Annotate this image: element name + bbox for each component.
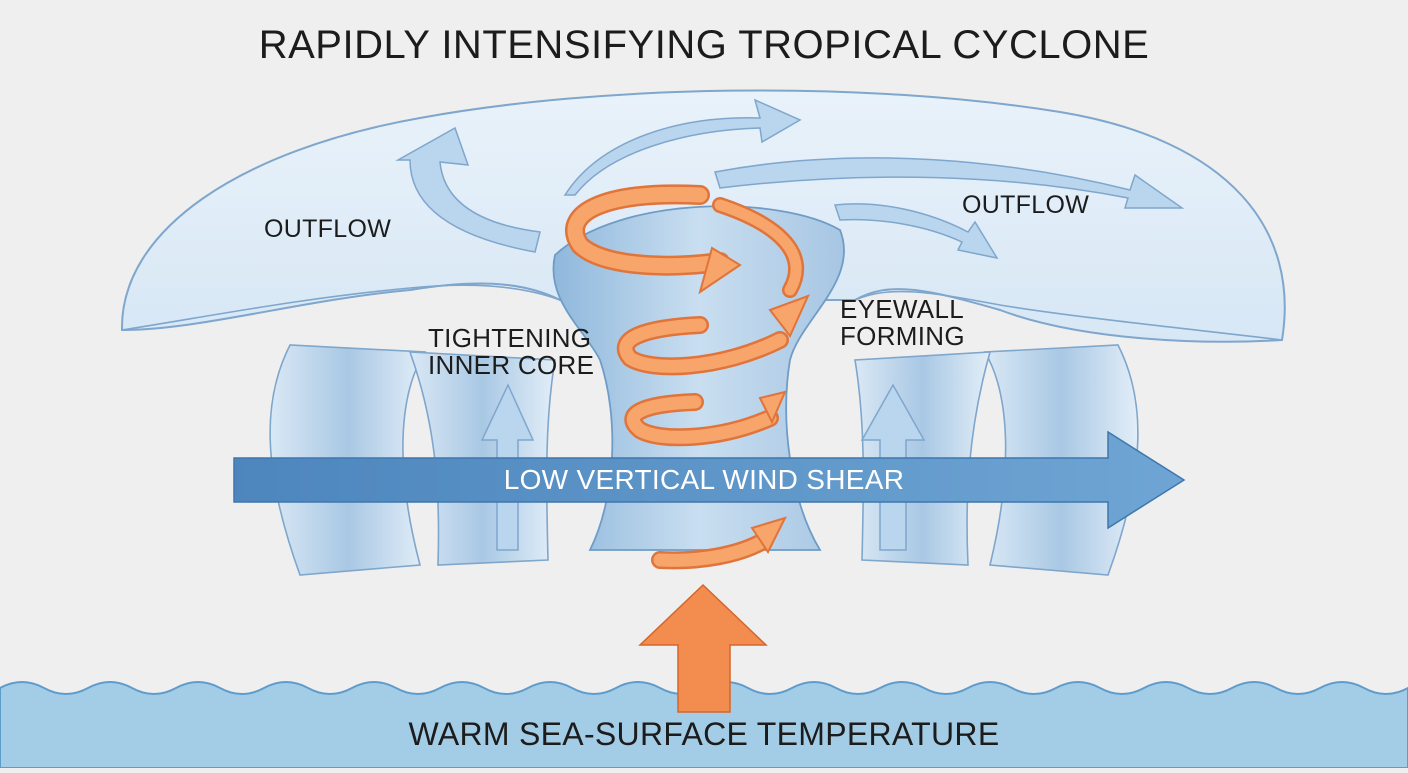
inner-core-label: TIGHTENING INNER CORE [428,323,595,381]
outflow-arrow-icon [833,203,999,260]
wind-shear-arrow [233,430,1186,530]
upward-heat-arrow-icon [638,583,768,713]
outflow-arrow-icon [395,126,541,253]
eyewall-line-2: FORMING [840,321,965,352]
spiral-ribbon [565,184,810,570]
eyewall-line-1: EYEWALL [840,294,964,324]
outflow-right-label: OUTFLOW [962,191,1090,219]
sea-surface-label: WARM SEA-SURFACE TEMPERATURE [408,716,1000,752]
eyewall-label: EYEWALL FORMING [840,294,965,352]
heat-arrow [638,583,768,713]
outflow-arrow-icon [563,98,802,196]
inner-core-line-1: TIGHTENING [428,323,592,353]
outflow-arrows [395,98,1185,260]
inner-core-line-2: INNER CORE [428,350,595,381]
outflow-left-label: OUTFLOW [264,215,392,243]
wind-shear-label: LOW VERTICAL WIND SHEAR [503,464,905,495]
diagram-title: RAPIDLY INTENSIFYING TROPICAL CYCLONE [258,23,1150,67]
outflow-arrow-icon [714,157,1185,209]
